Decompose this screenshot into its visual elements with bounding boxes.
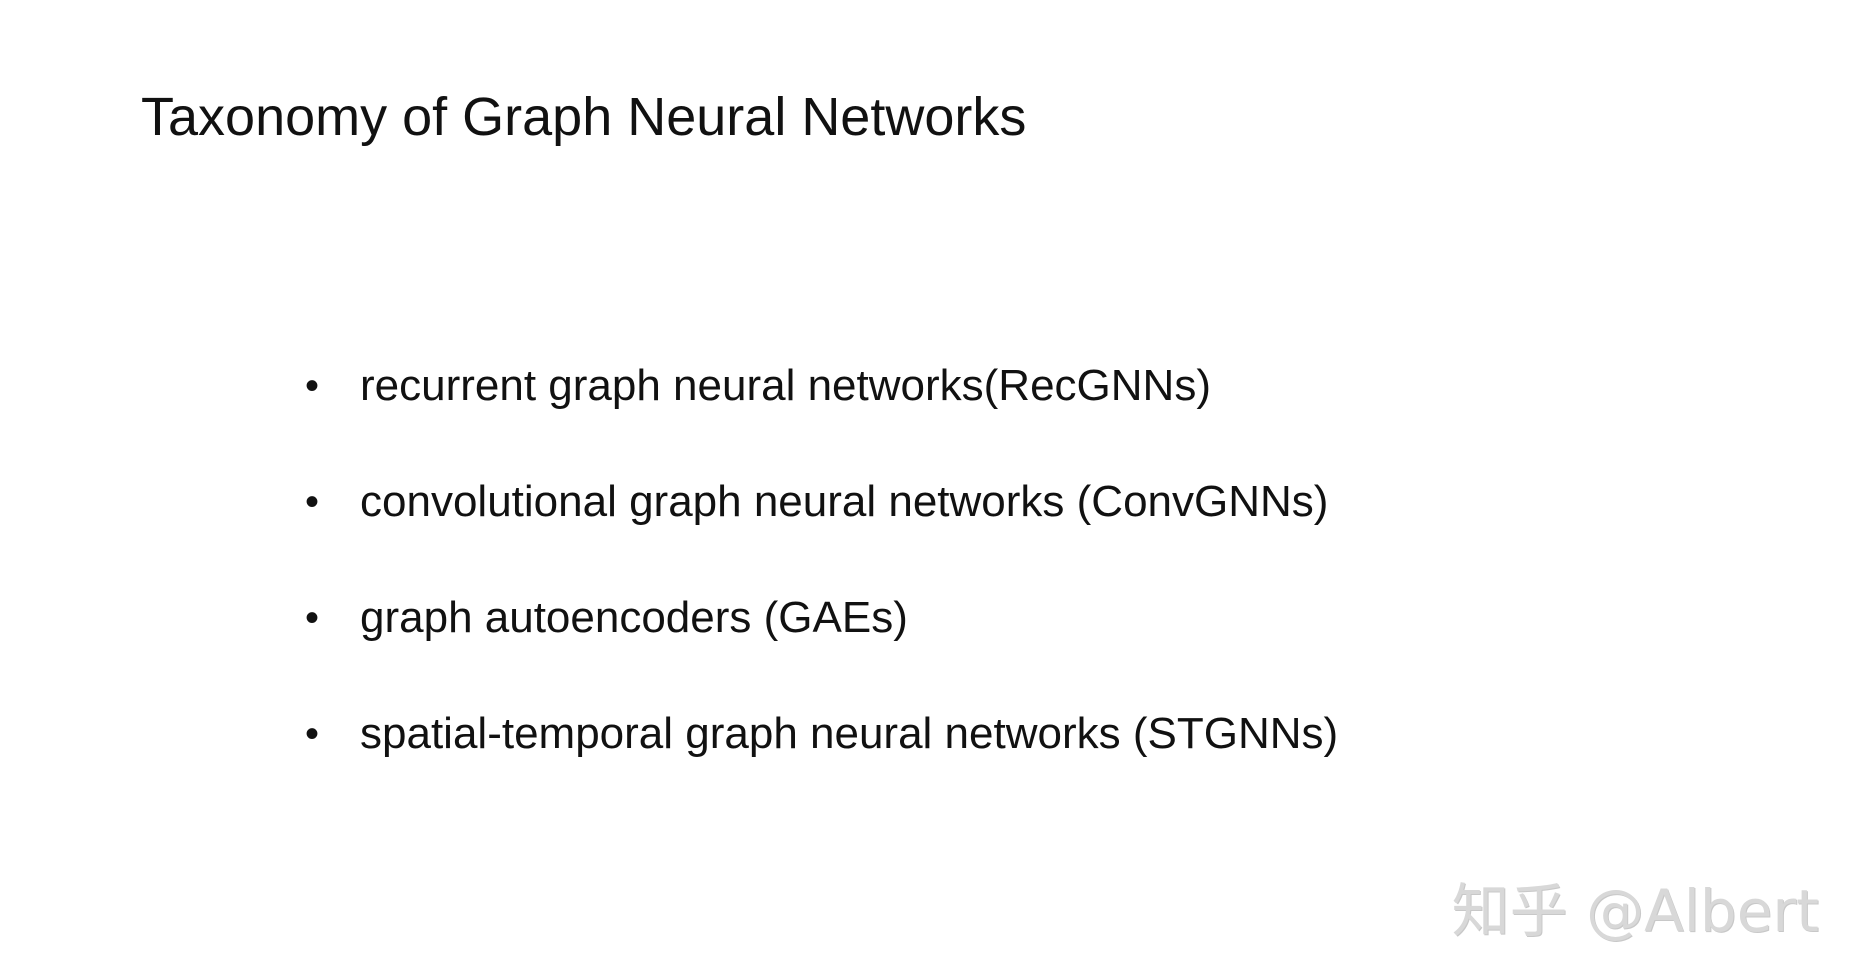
bullet-point-icon: •	[305, 364, 320, 408]
bullet-text: convolutional graph neural networks (Con…	[360, 477, 1329, 526]
bullet-text: graph autoencoders (GAEs)	[360, 593, 908, 642]
bullet-point-icon: •	[305, 712, 320, 756]
bullet-text: spatial-temporal graph neural networks (…	[360, 709, 1339, 758]
list-item: • graph autoencoders (GAEs)	[305, 592, 1338, 708]
list-item: • spatial-temporal graph neural networks…	[305, 708, 1338, 824]
bullet-text: recurrent graph neural networks(RecGNNs)	[360, 361, 1211, 410]
bullet-point-icon: •	[305, 596, 320, 640]
bullet-list: • recurrent graph neural networks(RecGNN…	[305, 360, 1338, 824]
list-item: • recurrent graph neural networks(RecGNN…	[305, 360, 1338, 476]
watermark: 知乎 @Albert	[1451, 877, 1819, 945]
bullet-point-icon: •	[305, 480, 320, 524]
slide-title: Taxonomy of Graph Neural Networks	[141, 87, 1027, 147]
list-item: • convolutional graph neural networks (C…	[305, 476, 1338, 592]
